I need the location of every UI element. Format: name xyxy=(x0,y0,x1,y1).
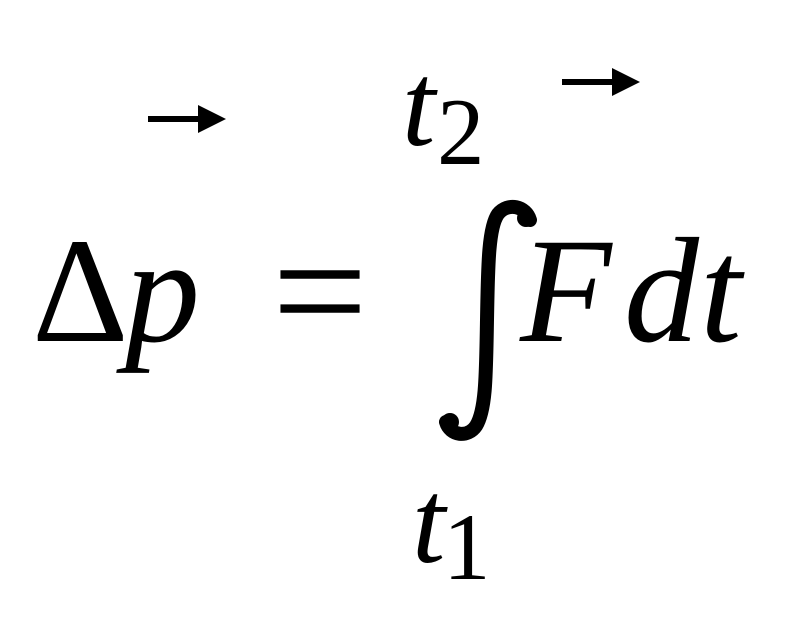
force-symbol: F xyxy=(520,208,612,374)
differential-symbol: d xyxy=(624,208,699,374)
vector-arrow-p-icon xyxy=(148,105,226,133)
integral-sign-icon xyxy=(439,199,537,441)
lower-limit-symbol: t xyxy=(412,455,446,588)
time-variable-symbol: t xyxy=(700,208,742,374)
delta-symbol: Δ xyxy=(32,208,129,374)
upper-limit-subscript: 2 xyxy=(437,79,485,185)
lower-limit-subscript: 1 xyxy=(443,494,491,600)
momentum-symbol: p xyxy=(125,208,200,374)
equals-sign: = xyxy=(272,197,368,385)
upper-limit-symbol: t xyxy=(402,38,436,171)
vector-arrow-f-icon xyxy=(562,68,640,96)
